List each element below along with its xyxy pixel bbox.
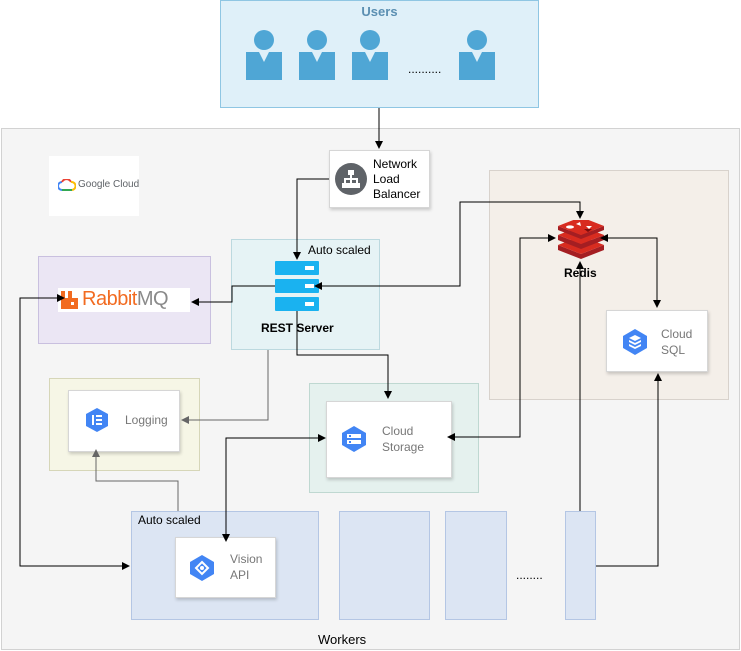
edge-rabbitmq-workers	[19, 294, 130, 570]
cloud-storage-icon	[342, 426, 366, 452]
load-balancer-line2: Load	[373, 172, 400, 186]
rabbitmq-text-mq: MQ	[136, 288, 169, 310]
users-title: Users	[361, 4, 398, 19]
vision-api-line1: Vision	[230, 552, 263, 566]
edge-workers-sql	[596, 373, 662, 567]
user-icon	[459, 30, 495, 80]
worker-group-4	[565, 511, 596, 620]
load-balancer-line1: Network	[373, 157, 418, 171]
edge-rest-redis	[314, 201, 584, 290]
edge-rest-storage	[296, 311, 392, 399]
workers-label: Workers	[318, 632, 367, 647]
worker-group-2	[339, 511, 430, 620]
edge-storage-redis	[447, 234, 556, 441]
server-icon	[275, 261, 319, 311]
edge-rest-logging	[181, 350, 269, 424]
cloud-storage-line2: Storage	[382, 440, 425, 454]
google-cloud-logo: Google Cloud	[49, 156, 139, 216]
cloud-sql-line2: SQL	[661, 343, 686, 357]
users-ellipsis: ..........	[408, 62, 442, 76]
edge-lb-rest	[293, 178, 329, 260]
logging-label: Logging	[125, 413, 168, 427]
user-icon	[246, 30, 282, 80]
edge-redis-sql	[600, 234, 661, 308]
workers-ellipsis: ........	[516, 568, 543, 582]
load-balancer-icon	[335, 163, 367, 195]
user-icon	[352, 30, 388, 80]
vision-api-line2: API	[230, 568, 250, 582]
edge-vision-storage	[222, 434, 326, 542]
cloud-sql-icon	[623, 329, 647, 355]
load-balancer-line3: Balancer	[373, 187, 421, 201]
load-balancer-card: Network Load Balancer	[329, 150, 430, 208]
edge-rest-rabbitmq	[191, 285, 275, 306]
user-icon	[299, 30, 335, 80]
edge-workers-logging	[92, 449, 179, 511]
worker-group-3	[445, 511, 507, 620]
cloud-sql-line1: Cloud	[661, 327, 693, 341]
google-cloud-text: Google Cloud	[78, 179, 140, 190]
workers-autoscaled: Auto scaled	[138, 513, 201, 527]
cloud-sql-card: Cloud SQL	[606, 310, 708, 372]
google-cloud-icon	[58, 179, 76, 191]
cloud-storage-line1: Cloud	[382, 424, 414, 438]
vision-api-icon	[190, 555, 214, 581]
vision-api-card: Vision API	[175, 537, 276, 598]
